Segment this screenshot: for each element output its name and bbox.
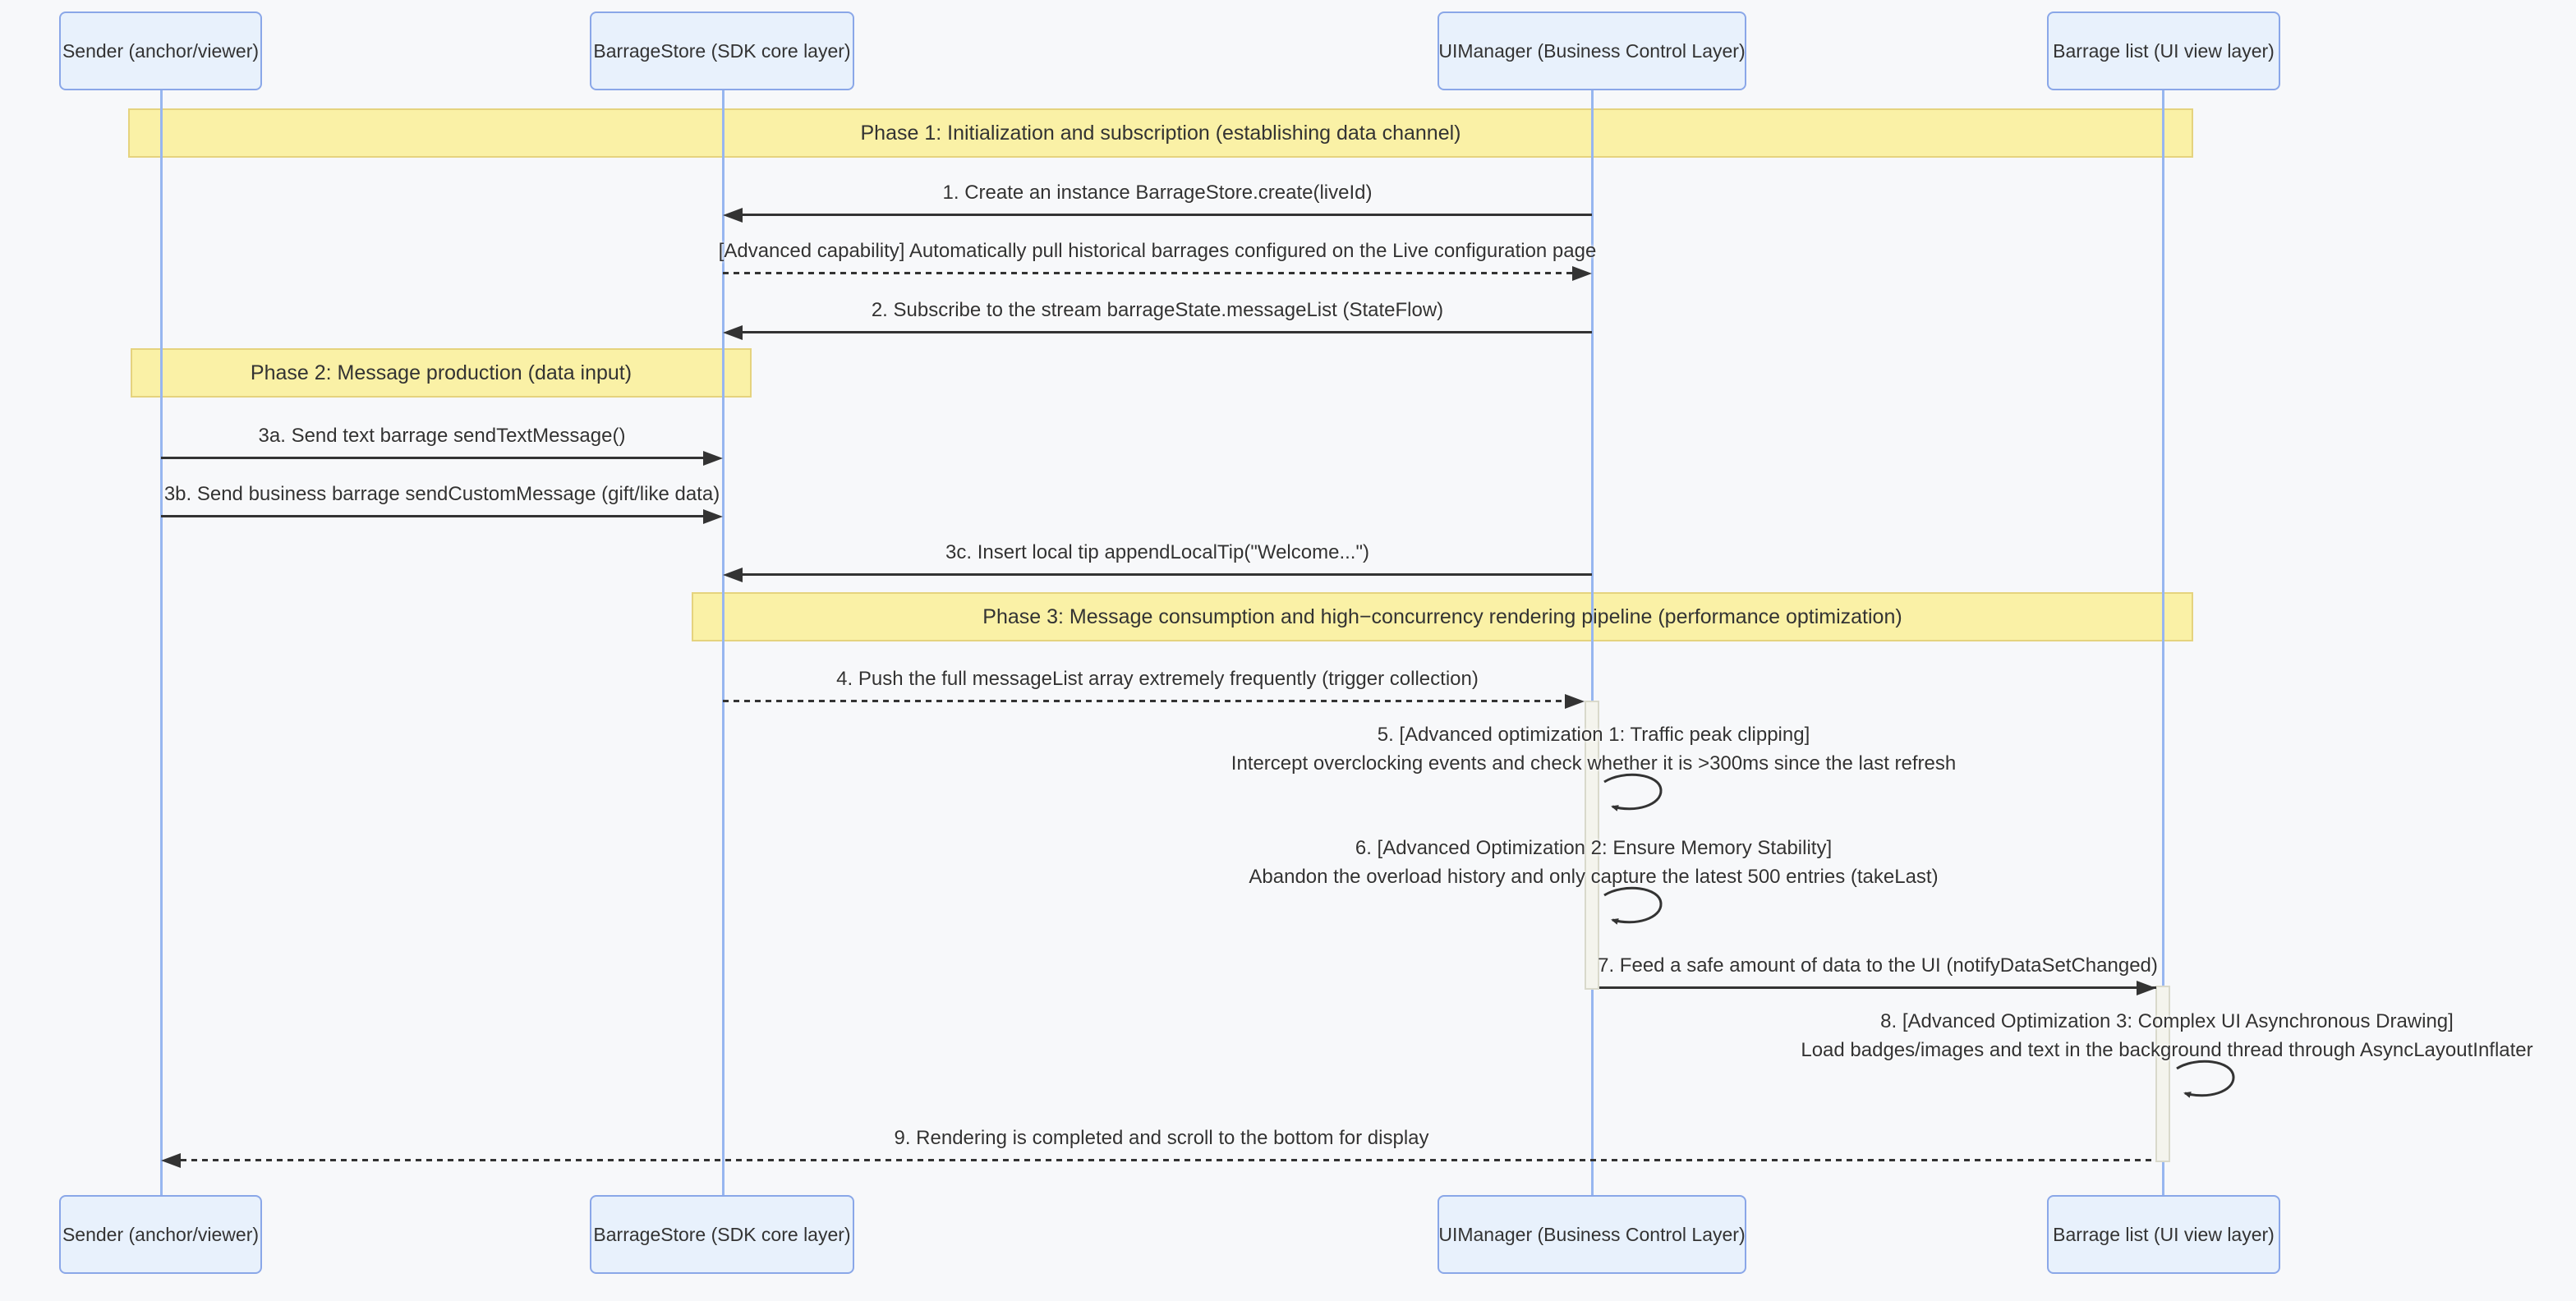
message-1-arrowhead — [723, 208, 743, 223]
message-3-label: 2. Subscribe to the stream barrageState.… — [871, 299, 1444, 321]
actor-bottom-sender-label: Sender (anchor/viewer) — [62, 1223, 260, 1245]
message-9-arrowhead — [161, 1153, 181, 1168]
message-6-label: 6. [Advanced Optimization 2: Ensure Memo… — [1249, 834, 1938, 891]
actor-top-sender: Sender (anchor/viewer) — [59, 11, 262, 90]
actor-top-uimanager: UIManager (Business Control Layer) — [1438, 11, 1746, 90]
message-4-label: 4. Push the full messageList array extre… — [836, 668, 1479, 690]
message-1-label: 1. Create an instance BarrageStore.creat… — [942, 182, 1373, 204]
message-8-line1: 8. [Advanced Optimization 3: Complex UI … — [1880, 1010, 2454, 1032]
lifeline-sender — [160, 90, 163, 1195]
message-3b-label: 3b. Send business barrage sendCustomMess… — [163, 483, 720, 505]
message-3c-line — [741, 573, 1592, 576]
message-2-arrowhead — [1572, 266, 1592, 281]
actor-bottom-uimanager-label: UIManager (Business Control Layer) — [1438, 1223, 1746, 1245]
message-4-line — [723, 700, 1565, 702]
message-1-line — [741, 214, 1592, 216]
message-2-line — [723, 272, 1572, 274]
message-6-line2: Abandon the overload history and only ca… — [1249, 866, 1939, 888]
actor-bottom-uimanager: UIManager (Business Control Layer) — [1438, 1195, 1746, 1274]
activation-uimanager — [1585, 701, 1599, 990]
message-9-line — [181, 1159, 2156, 1161]
message-7-label: 7. Feed a safe amount of data to the UI … — [1598, 954, 2158, 977]
actor-bottom-barragelist: Barrage list (UI view layer) — [2047, 1195, 2280, 1274]
message-9-label: 9. Rendering is completed and scroll to … — [894, 1127, 1429, 1149]
message-3b-arrowhead — [703, 509, 723, 524]
message-7-line — [1599, 986, 2156, 989]
message-3-arrowhead — [723, 325, 743, 340]
message-8-selfloop-arrow — [2176, 1060, 2235, 1098]
message-3c-label: 3c. Insert local tip appendLocalTip("Wel… — [945, 541, 1369, 563]
message-3a-arrowhead — [703, 451, 723, 466]
actor-top-sender-label: Sender (anchor/viewer) — [62, 39, 260, 62]
actor-top-barragestore-label: BarrageStore (SDK core layer) — [593, 39, 851, 62]
message-6-line1: 6. [Advanced Optimization 2: Ensure Memo… — [1355, 837, 1833, 859]
phase2-label: Phase 2: Message production (data input) — [250, 361, 632, 384]
actor-top-barragelist: Barrage list (UI view layer) — [2047, 11, 2280, 90]
phase3-band — [692, 592, 2193, 641]
message-8-line2: Load badges/images and text in the backg… — [1801, 1039, 2533, 1061]
message-6-selfloop-arrow — [1603, 886, 1663, 925]
message-3-line — [741, 331, 1592, 333]
message-5-line2: Intercept overclocking events and check … — [1230, 752, 1957, 775]
actor-bottom-sender: Sender (anchor/viewer) — [59, 1195, 262, 1274]
actor-top-barragelist-label: Barrage list (UI view layer) — [2053, 39, 2275, 62]
message-8-label: 8. [Advanced Optimization 3: Complex UI … — [1801, 1007, 2532, 1064]
lifeline-barragelist — [2162, 90, 2164, 1195]
phase3-label: Phase 3: Message consumption and high−co… — [982, 605, 1902, 628]
phase1-label: Phase 1: Initialization and subscription… — [860, 122, 1461, 145]
message-5-line1: 5. [Advanced optimization 1: Traffic pea… — [1377, 724, 1810, 746]
message-3a-label: 3a. Send text barrage sendTextMessage() — [258, 425, 626, 447]
phase2-band — [131, 348, 752, 398]
message-3c-arrowhead — [723, 568, 743, 582]
actor-bottom-barragestore: BarrageStore (SDK core layer) — [590, 1195, 854, 1274]
message-7-arrowhead — [2137, 981, 2156, 995]
message-5-label: 5. [Advanced optimization 1: Traffic pea… — [1231, 720, 1956, 778]
actor-bottom-barragestore-label: BarrageStore (SDK core layer) — [593, 1223, 851, 1245]
message-2-label: [Advanced capability] Automatically pull… — [718, 240, 1597, 262]
message-5-selfloop-arrow — [1603, 773, 1663, 811]
message-3b-line — [161, 515, 705, 517]
phase1-band — [128, 108, 2193, 158]
activation-barragelist — [2155, 986, 2170, 1162]
actor-top-barragestore: BarrageStore (SDK core layer) — [590, 11, 854, 90]
message-3a-line — [161, 457, 705, 459]
message-4-arrowhead — [1565, 694, 1585, 709]
actor-bottom-barragelist-label: Barrage list (UI view layer) — [2053, 1223, 2275, 1245]
lifeline-barragestore — [722, 90, 724, 1195]
actor-top-uimanager-label: UIManager (Business Control Layer) — [1438, 39, 1746, 62]
lifeline-uimanager — [1591, 90, 1594, 1195]
